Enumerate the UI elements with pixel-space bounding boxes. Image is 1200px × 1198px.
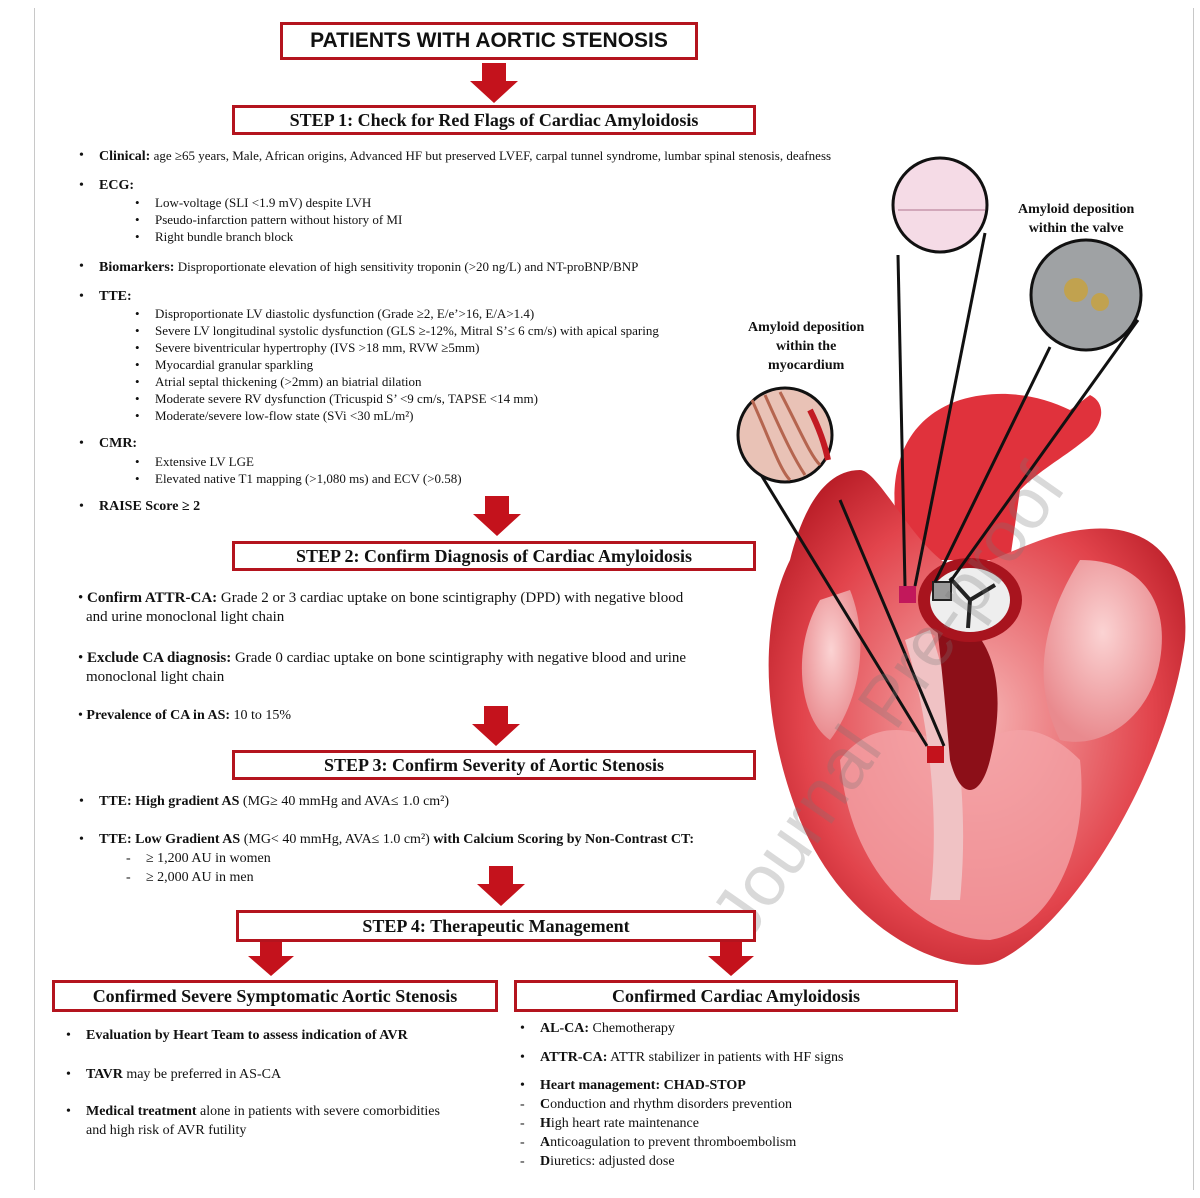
- ecg-sub-item: Pseudo-infarction pattern without histor…: [135, 211, 402, 228]
- tte-sub-item: Disproportionate LV diastolic dysfunctio…: [135, 305, 534, 322]
- tte-sub-item: Severe biventricular hypertrophy (IVS >1…: [135, 339, 479, 356]
- step2-title: STEP 2: Confirm Diagnosis of Cardiac Amy…: [232, 541, 756, 571]
- tte-sub-item: Atrial septal thickening (>2mm) an biatr…: [135, 373, 422, 390]
- arrow-down-icon: [470, 63, 518, 103]
- confirm-attr-item: • Confirm ATTR-CA: Grade 2 or 3 cardiac …: [78, 590, 684, 606]
- step3-title: STEP 3: Confirm Severity of Aortic Steno…: [232, 750, 756, 780]
- exclude-ca-item-cont: monoclonal light chain: [86, 669, 225, 685]
- prevalence-item: • Prevalence of CA in AS: 10 to 15%: [78, 708, 292, 723]
- biomarkers-item: Biomarkers: Disproportionate elevation o…: [79, 258, 638, 276]
- chad-item: Anticoagulation to prevent thromboemboli…: [520, 1134, 796, 1151]
- cmr-sub-item: Elevated native T1 mapping (>1,080 ms) a…: [135, 470, 462, 487]
- raise-item: RAISE Score ≥ 2: [79, 498, 200, 515]
- cmr-item: CMR:: [79, 435, 137, 452]
- arrow-down-icon: [248, 942, 294, 976]
- chad-item: High heart rate maintenance: [520, 1115, 699, 1132]
- heart-management-item: Heart management: CHAD-STOP: [520, 1077, 746, 1094]
- right-branch-title: Confirmed Cardiac Amyloidosis: [514, 980, 958, 1012]
- left-branch-title: Confirmed Severe Symptomatic Aortic Sten…: [52, 980, 498, 1012]
- tavr-item: TAVR may be preferred in AS-CA: [66, 1066, 281, 1083]
- high-gradient-item: TTE: High gradient AS (MG≥ 40 mmHg and A…: [79, 793, 449, 810]
- tte-sub-item: Moderate/severe low-flow state (SVi <30 …: [135, 407, 414, 424]
- chad-item: Conduction and rhythm disorders preventi…: [520, 1096, 792, 1113]
- ecg-item: ECG:: [79, 177, 134, 194]
- cmr-sub-item: Extensive LV LGE: [135, 453, 254, 470]
- arrow-down-icon: [708, 942, 754, 976]
- step1-title: STEP 1: Check for Red Flags of Cardiac A…: [232, 105, 756, 135]
- medical-treatment-item-cont: and high risk of AVR futility: [86, 1123, 247, 1138]
- threshold-men: ≥ 2,000 AU in men: [126, 869, 254, 886]
- exclude-ca-item: • Exclude CA diagnosis: Grade 0 cardiac …: [78, 650, 687, 666]
- tte-item: TTE:: [79, 288, 131, 305]
- tte-sub-item: Myocardial granular sparkling: [135, 356, 313, 373]
- tte-sub-item: Severe LV longitudinal systolic dysfunct…: [135, 322, 659, 339]
- low-gradient-item: TTE: Low Gradient AS (MG< 40 mmHg, AVA≤ …: [79, 831, 694, 848]
- attr-ca-item: ATTR-CA: ATTR stabilizer in patients wit…: [520, 1049, 843, 1066]
- step4-title: STEP 4: Therapeutic Management: [236, 910, 756, 942]
- arrow-down-icon: [477, 866, 525, 906]
- al-ca-item: AL-CA: Chemotherapy: [520, 1020, 675, 1037]
- ecg-sub-item: Low-voltage (SLI <1.9 mV) despite LVH: [135, 194, 371, 211]
- clinical-item: Clinical: age ≥65 years, Male, African o…: [79, 147, 831, 165]
- medical-treatment-item: Medical treatment alone in patients with…: [66, 1103, 440, 1120]
- ecg-sub-item: Right bundle branch block: [135, 228, 293, 245]
- main-title: PATIENTS WITH AORTIC STENOSIS: [280, 22, 698, 60]
- arrow-down-icon: [472, 706, 520, 746]
- confirm-attr-item-cont: and urine monoclonal light chain: [86, 609, 285, 625]
- page-frame: [34, 8, 1194, 1190]
- arrow-down-icon: [473, 496, 521, 536]
- chad-item: Diuretics: adjusted dose: [520, 1153, 674, 1170]
- tte-sub-item: Moderate severe RV dysfunction (Tricuspi…: [135, 390, 538, 407]
- heart-team-item: Evaluation by Heart Team to assess indic…: [66, 1027, 408, 1044]
- threshold-women: ≥ 1,200 AU in women: [126, 850, 271, 867]
